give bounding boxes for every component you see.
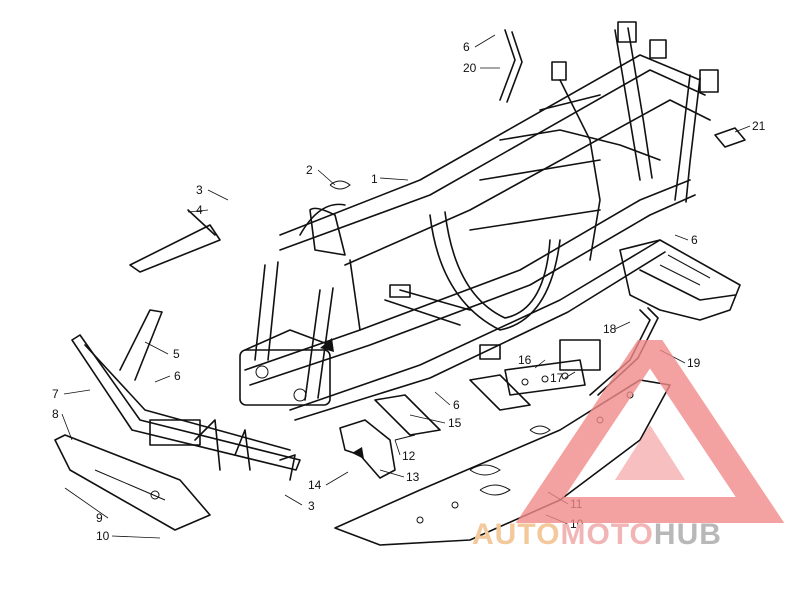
callout-5: 5: [173, 347, 180, 361]
callout-14: 14: [308, 478, 322, 492]
callout-13: 13: [406, 470, 420, 484]
callout-6: 6: [691, 233, 698, 247]
callout-6: 6: [174, 369, 181, 383]
strap-20: [499, 29, 523, 103]
callout-9: 9: [96, 511, 103, 525]
main-frame: [239, 21, 719, 421]
callout-labels: 1 2 3 3 4 5 6 6 6 6 7 8 9 10 10 11 12 13…: [52, 40, 766, 543]
front-bumper: [71, 309, 301, 481]
callout-3: 3: [308, 499, 315, 513]
callout-15: 15: [448, 416, 462, 430]
watermark-text: AUTOMOTOHUB: [472, 518, 722, 552]
callout-16: 16: [518, 353, 532, 367]
callout-1: 1: [371, 172, 378, 186]
callout-19: 19: [687, 356, 701, 370]
watermark-triangle: [515, 340, 785, 523]
decal-21: [714, 127, 746, 148]
leader-lines: [61, 34, 751, 539]
callout-12: 12: [402, 449, 416, 463]
callout-6: 6: [453, 398, 460, 412]
callout-7: 7: [52, 387, 59, 401]
bracket-16: [504, 339, 601, 396]
watermark-moto: MOTO: [560, 518, 654, 551]
bracket-4: [129, 209, 221, 273]
watermark-inner-triangle: [615, 425, 685, 480]
callout-8: 8: [52, 407, 59, 421]
callout-21: 21: [752, 119, 766, 133]
callout-3: 3: [196, 183, 203, 197]
callout-2: 2: [306, 163, 313, 177]
bracket-12: [339, 419, 416, 479]
rear-plate: [619, 239, 741, 321]
callout-17: 17: [550, 371, 564, 385]
strips-15: [374, 374, 531, 436]
callout-10: 10: [96, 529, 110, 543]
callout-6: 6: [463, 40, 470, 54]
callout-4: 4: [196, 203, 203, 217]
watermark-auto: AUTO: [472, 518, 561, 551]
watermark-hub: HUB: [653, 518, 722, 551]
callout-20: 20: [463, 61, 477, 75]
callout-18: 18: [603, 322, 617, 336]
arrow-marker: [320, 338, 334, 352]
watermark-logo: [515, 340, 785, 523]
front-skid-plate: [54, 434, 211, 531]
